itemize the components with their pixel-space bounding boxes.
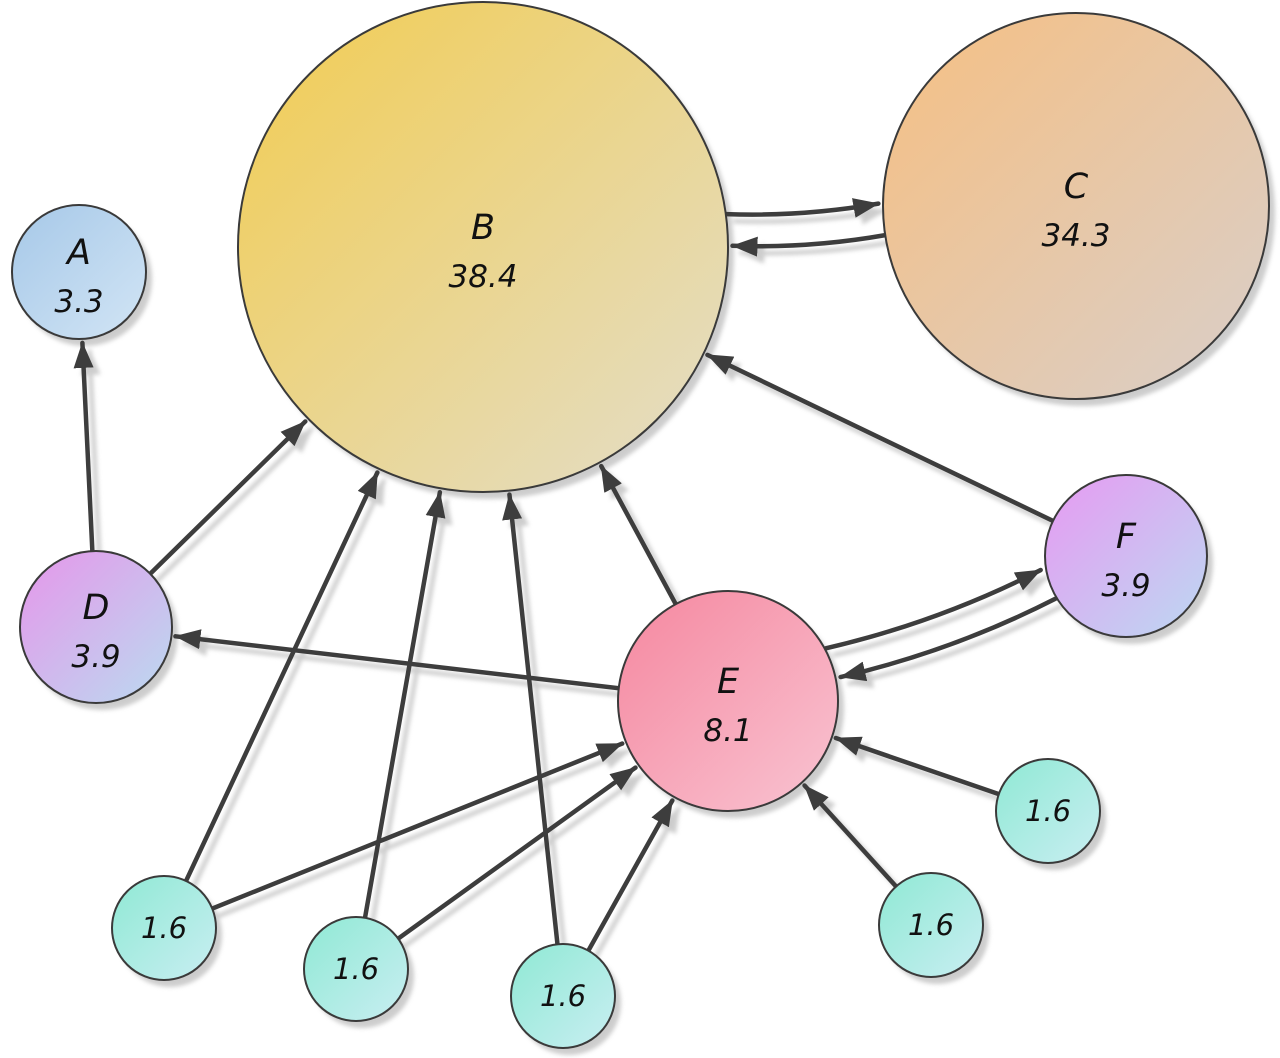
edge-F-E bbox=[838, 596, 1058, 682]
node-G4 bbox=[878, 872, 984, 978]
node-A bbox=[11, 204, 147, 340]
node-B bbox=[237, 1, 729, 493]
node-G3 bbox=[510, 943, 616, 1049]
node-D-label: D bbox=[83, 588, 110, 628]
edge-F-E-shadow bbox=[846, 603, 1064, 689]
edge-G2-E-shadow bbox=[361, 772, 644, 978]
node-A-label: A bbox=[65, 233, 91, 273]
node-B-label: B bbox=[471, 208, 495, 248]
edge-G2-B bbox=[353, 489, 446, 972]
node-E-label: E bbox=[717, 662, 740, 702]
node-E bbox=[617, 590, 839, 812]
node-G1 bbox=[111, 875, 217, 981]
node-D bbox=[19, 550, 173, 704]
node-A-value: 3.3 bbox=[54, 284, 103, 320]
node-C-value: 34.3 bbox=[1041, 218, 1110, 254]
edge-G2-B-shadow bbox=[360, 498, 453, 977]
edge-G1-B-shadow bbox=[168, 478, 387, 936]
node-G1-value: 1.6 bbox=[141, 911, 187, 945]
node-E-value: 8.1 bbox=[703, 713, 752, 749]
node-C-label: C bbox=[1064, 167, 1089, 207]
edge-G1-E-shadow bbox=[170, 748, 631, 938]
node-G3-value: 1.6 bbox=[540, 979, 586, 1013]
node-F-label: F bbox=[1116, 517, 1137, 557]
edge-G2-E bbox=[353, 765, 638, 972]
node-G2 bbox=[303, 916, 409, 1022]
node-G5-value: 1.6 bbox=[1025, 794, 1071, 828]
node-D-value: 3.9 bbox=[71, 639, 120, 675]
node-F bbox=[1044, 474, 1208, 638]
edge-C-B bbox=[730, 233, 887, 257]
node-G2-value: 1.6 bbox=[333, 952, 379, 986]
node-B-value: 38.4 bbox=[448, 259, 517, 295]
node-G5 bbox=[995, 758, 1101, 864]
edge-E-F bbox=[823, 567, 1043, 651]
label-layer: A 3.3 B 38.4 C 34.3D 3.9E 8.1 F 3.9 1.6 1.6 1.6 1.6 1.… bbox=[54, 167, 1150, 1013]
edge-G1-B bbox=[161, 470, 380, 931]
edge-G3-B-shadow bbox=[509, 500, 573, 1004]
node-F-value: 3.9 bbox=[1101, 568, 1150, 604]
edge-G1-E bbox=[161, 741, 625, 931]
node-C bbox=[882, 12, 1270, 400]
edge-G3-B bbox=[502, 492, 566, 999]
edge-B-C bbox=[724, 198, 881, 218]
node-layer bbox=[11, 1, 1270, 1049]
node-G4-value: 1.6 bbox=[908, 908, 954, 942]
